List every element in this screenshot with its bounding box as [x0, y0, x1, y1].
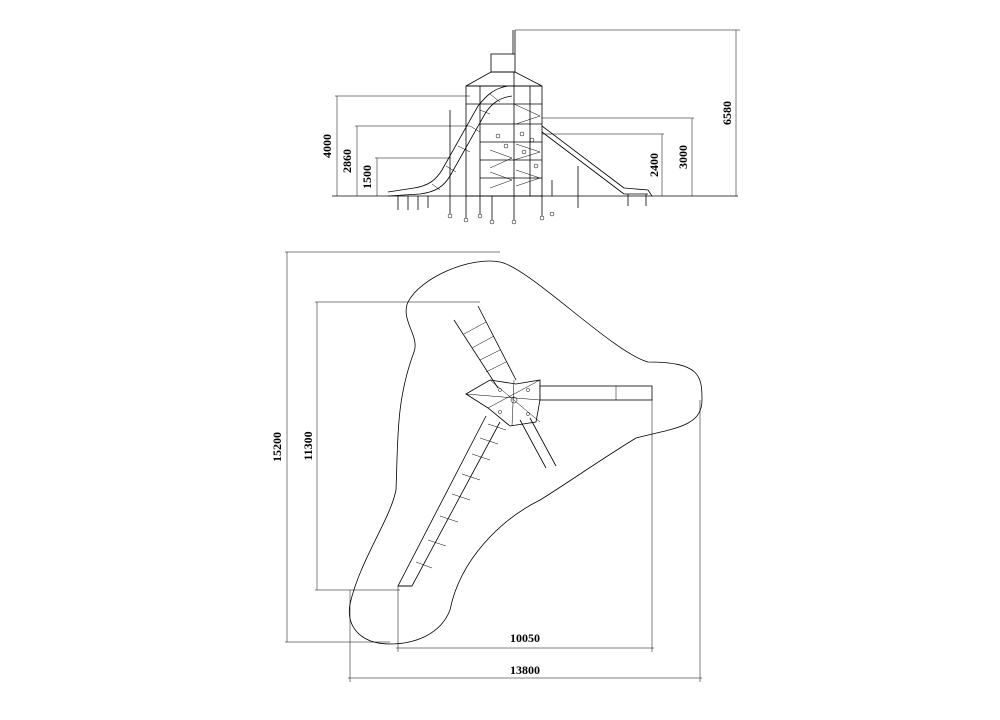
- plan-view: 15200 11300 10050 13800: [270, 251, 703, 682]
- dim-outer-height: 15200: [270, 432, 284, 462]
- dim-right-low: 2400: [647, 153, 661, 177]
- safety-zone-outline: [348, 260, 703, 645]
- tube-slide-plan: [397, 415, 507, 587]
- central-platform: [465, 379, 541, 427]
- elevation-view: 6580 4000 2860 1500 2400 3000: [320, 29, 740, 225]
- dim-left-mid: 2860: [340, 149, 354, 173]
- dim-inner-height: 11300: [301, 431, 315, 460]
- dim-left-low: 1500: [360, 165, 374, 189]
- ladder-lower-right: [519, 417, 557, 469]
- dim-outer-width: 13800: [510, 663, 540, 677]
- ladder-upper: [453, 305, 517, 389]
- elevation-dimensions: 6580 4000 2860 1500 2400 3000: [320, 29, 740, 196]
- tube-slide-left: [387, 85, 513, 210]
- dim-left-slide-top: 4000: [320, 134, 334, 158]
- dim-inner-width: 10050: [510, 631, 540, 645]
- plan-dimensions: 15200 11300 10050 13800: [270, 251, 702, 682]
- tower: [447, 30, 555, 225]
- dim-right-high: 3000: [676, 145, 690, 169]
- straight-slide-plan: [539, 385, 653, 401]
- dim-total-height: 6580: [720, 101, 734, 125]
- straight-slide-right: [541, 125, 653, 208]
